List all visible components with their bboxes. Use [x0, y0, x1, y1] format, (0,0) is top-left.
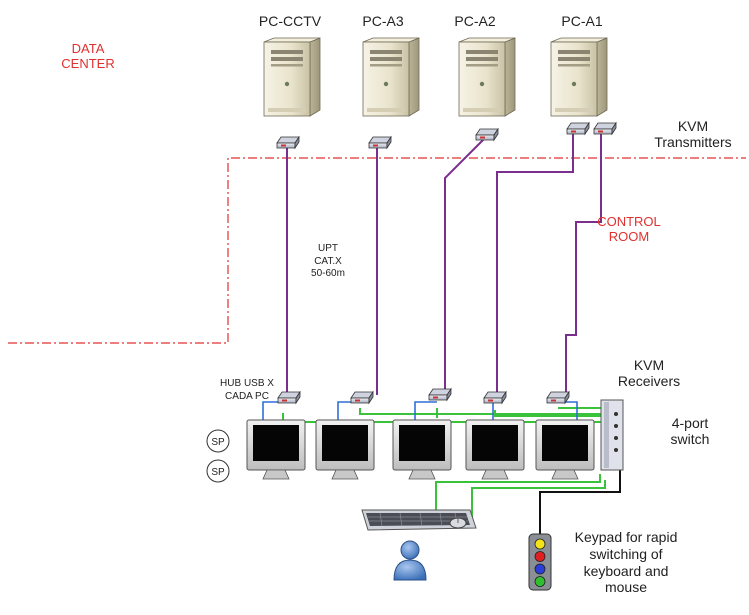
kvm-transmitter-icon [276, 135, 300, 150]
kvm-receiver-icon [350, 390, 374, 405]
keypad-light-blue [534, 563, 546, 575]
hub-line-1: HUB USB X [220, 378, 274, 389]
cable-line-3: 50-60m [311, 268, 345, 279]
sp-badge: SP [206, 429, 230, 453]
sp-badge-label: SP [211, 437, 225, 448]
keypad-cable [539, 466, 621, 534]
monitor-icon [392, 419, 452, 480]
keypad-line-4: mouse [604, 579, 648, 596]
monitor-icon [465, 419, 525, 480]
data-center-line-2: CENTER [61, 55, 115, 71]
kvm-switch-icon [600, 399, 624, 471]
kvm-cables [286, 130, 602, 396]
kvm-receivers-line-1: KVM [633, 357, 665, 373]
kvm-transmitter-icon [566, 121, 590, 136]
control-room-label: CONTROL ROOM [589, 214, 669, 245]
keypad-icon [528, 533, 552, 591]
kvm-receivers-label: KVM Receivers [604, 357, 694, 389]
pc-label-0: PC-CCTV [258, 13, 322, 29]
pc-label-3: PC-A1 [561, 13, 603, 29]
mouse-icon [449, 517, 467, 529]
cable-line-1: UPT [318, 243, 338, 254]
pc-label-2: PC-A2 [454, 13, 496, 29]
control-room-line-1: CONTROL [597, 214, 661, 229]
keyboard-icon [361, 509, 477, 531]
kvm-receiver-icon [483, 390, 507, 405]
keypad-light-green [534, 576, 546, 587]
keypad-line-2: switching of [589, 545, 663, 562]
server-tower-icon [362, 37, 420, 117]
keypad-label: Keypad for rapid switching of keyboard a… [558, 529, 694, 596]
kvm-receiver-icon [546, 390, 570, 405]
control-room-line-2: ROOM [608, 228, 650, 244]
sp-badge-label: SP [211, 467, 225, 478]
hub-label: HUB USB X CADA PC [212, 378, 282, 403]
monitor-icon [535, 419, 595, 480]
server-tower-icon [458, 37, 516, 117]
keypad-line-1: Keypad for rapid [574, 529, 678, 545]
sp-badge: SP [206, 459, 230, 483]
kvm-transmitters-line-1: KVM [677, 118, 709, 134]
switch-line-1: 4-port [671, 415, 709, 431]
keypad-light-yellow [534, 538, 546, 550]
user-icon [393, 540, 427, 581]
pc-label-1: PC-A3 [362, 13, 404, 29]
data-center-line-1: DATA [71, 41, 105, 56]
kvm-transmitter-icon [368, 135, 392, 150]
switch-label: 4-port switch [650, 415, 730, 447]
data-center-label: DATA CENTER [48, 41, 128, 72]
room-boundary-line [8, 157, 746, 344]
kvm-transmitters-label: KVM Transmitters [640, 118, 746, 150]
server-tower-icon [263, 37, 321, 117]
server-tower-icon [550, 37, 608, 117]
keypad-line-3: keyboard and [583, 562, 669, 579]
cable-spec-label: UPT CAT.X 50-60m [298, 243, 358, 281]
kvm-transmitters-line-2: Transmitters [654, 134, 732, 151]
keypad-light-red [534, 551, 546, 562]
kvm-receiver-icon [277, 390, 301, 405]
kvm-transmitter-icon [475, 127, 499, 142]
cable-line-2: CAT.X [314, 255, 342, 267]
hub-line-2: CADA PC [225, 390, 269, 402]
monitor-icon [315, 419, 375, 480]
kvm-receiver-icon [428, 387, 452, 402]
kvm-transmitter-icon [593, 121, 617, 136]
monitor-icon [246, 419, 306, 480]
usb-cables [262, 401, 578, 427]
switch-line-2: switch [670, 431, 710, 448]
kvm-receivers-line-2: Receivers [617, 373, 681, 390]
